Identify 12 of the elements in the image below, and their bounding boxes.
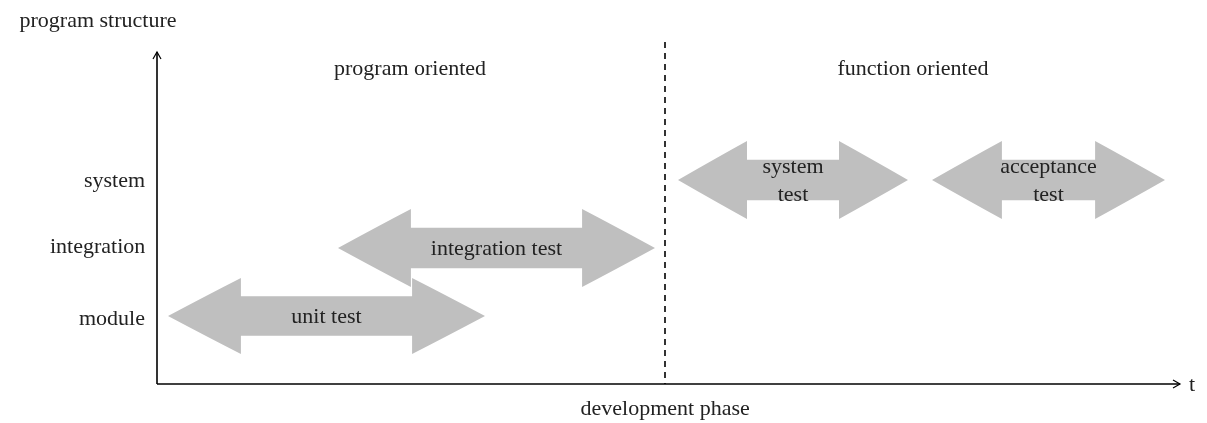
- arrow-label: unit test: [290, 302, 363, 330]
- level-label: module: [79, 306, 145, 330]
- arrow-label: integration test: [429, 234, 564, 262]
- arrow-label: system test: [761, 152, 825, 208]
- axis-label: t: [1189, 372, 1196, 396]
- level-label: integration: [50, 234, 146, 258]
- axis-title: development phase: [580, 396, 750, 420]
- region-label: program oriented: [334, 56, 487, 80]
- axis-title: program structure: [19, 8, 177, 32]
- region-label: function oriented: [837, 56, 989, 80]
- level-label: system: [84, 168, 146, 192]
- arrow-label: acceptance test: [999, 152, 1098, 208]
